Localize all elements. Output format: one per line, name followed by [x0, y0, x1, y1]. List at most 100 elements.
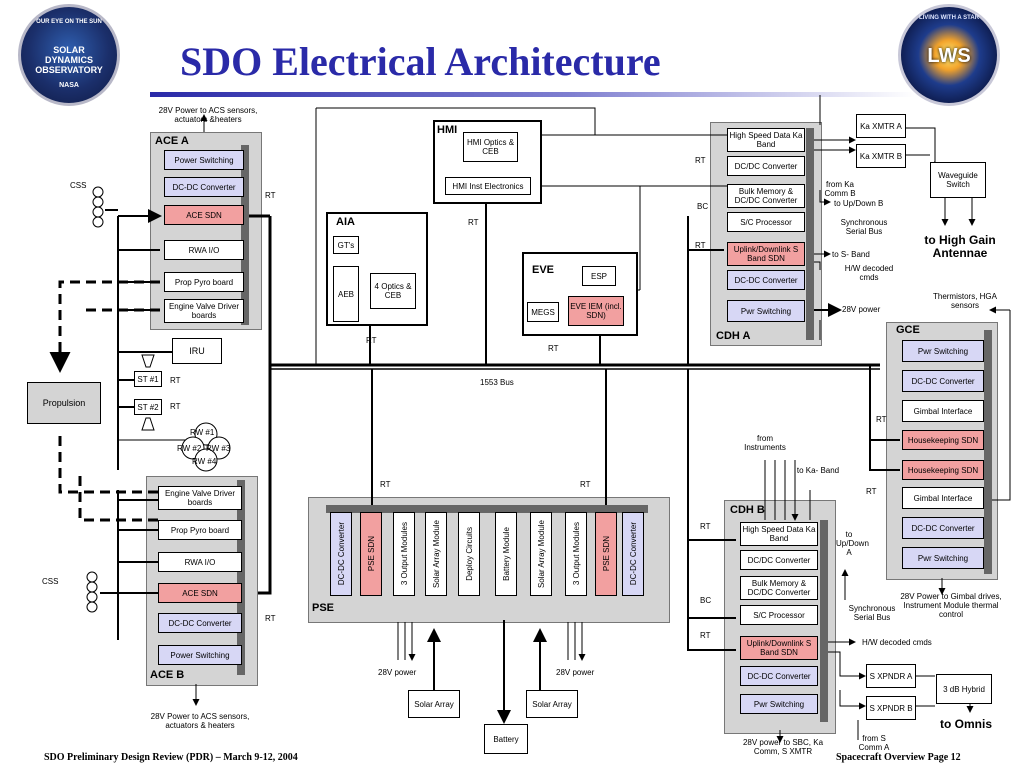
pse-rt-right: RT [580, 480, 591, 489]
cdh-a-to-s-band: to S- Band [832, 250, 870, 259]
cdh-a-bulk-memory: Bulk Memory & DC/DC Converter [727, 184, 805, 208]
rw-4: RW #4 [192, 457, 217, 466]
ace-a-backplane [241, 145, 249, 325]
eve-megs: MEGS [527, 302, 559, 322]
gce-pwr-switching-2: Pwr Switching [902, 547, 984, 569]
star-tracker-1: ST #1 [134, 371, 162, 387]
to-omnis: to Omnis [940, 717, 993, 731]
pse-dc-dc-converter-2: DC-DC Converter [622, 512, 644, 596]
ace-a-title: ACE A [155, 135, 189, 147]
css-b-sensor-icon [86, 571, 98, 615]
cdh-b-title: CDH B [730, 504, 765, 516]
gce-rt-2: RT [866, 487, 877, 496]
cdh-b-power-note: 28V power to SBC, Ka Comm, S XMTR [742, 738, 824, 756]
waveguide-switch: Waveguide Switch [930, 162, 986, 198]
bus-drop-gce [869, 365, 900, 471]
cdh-b-to-up-down: to Up/Down A [836, 530, 869, 557]
cdh-b-from-instruments: from Instruments [744, 434, 786, 452]
pse-sdn-1: PSE SDN [360, 512, 382, 596]
to-high-gain-antennae: to High Gain Antennae [924, 233, 996, 260]
cdh-b-uplink-downlink-sdn: Uplink/Downlink S Band SDN [740, 636, 818, 660]
gce-rt-1: RT [876, 415, 887, 424]
ace-a-prop-pyro-board: Prop Pyro board [164, 272, 244, 292]
cdh-b-backplane [820, 520, 828, 722]
rw-1: RW #1 [190, 428, 215, 437]
aia-rt-label: RT [366, 336, 377, 345]
hmi-optics-ceb: HMI Optics & CEB [463, 132, 518, 162]
gce-title: GCE [896, 324, 920, 336]
lws-logo: LIVING WITH A STAR LWS [898, 4, 1000, 106]
cdh-a-high-speed-data-ka: High Speed Data Ka Band [727, 128, 805, 152]
st2-rt-label: RT [170, 402, 181, 411]
eve-iem-sdn: EVE IEM (incl. SDN) [568, 296, 624, 326]
ace-a-engine-valve-driver: Engine Valve Driver boards [164, 299, 244, 323]
ace-a-dc-dc-converter: DC-DC Converter [164, 177, 244, 197]
sdo-logo-ring-text: OUR EYE ON THE SUN [36, 19, 102, 25]
ace-b-rwa-io: RWA I/O [158, 552, 242, 572]
three-db-hybrid: 3 dB Hybrid [936, 674, 992, 704]
aia-aeb: AEB [333, 266, 359, 322]
pse-sdn-2: PSE SDN [595, 512, 617, 596]
cdh-b-hw-cmds: H/W decoded cmds [862, 638, 932, 647]
ka-xmtr-a: Ka XMTR A [856, 114, 906, 138]
lws-logo-name: LWS [927, 45, 971, 67]
pse-deploy-circuits: Deploy Circuits [458, 512, 480, 596]
title-rule [150, 92, 915, 97]
gce-gimbal-interface-1: Gimbal Interface [902, 400, 984, 422]
cdh-a-title: CDH A [716, 330, 751, 342]
ace-a-power-note: 28V Power to ACS sensors, actuators &hea… [158, 106, 258, 124]
page-title: SDO Electrical Architecture [180, 39, 661, 84]
reaction-wheel-cluster [178, 422, 236, 472]
star-tracker-2: ST #2 [134, 399, 162, 415]
ace-b-power-switching: Power Switching [158, 645, 242, 665]
pse-power-left: 28V power [378, 668, 417, 677]
gce-dc-dc-converter-2: DC-DC Converter [902, 517, 984, 539]
aia-optics-ceb: 4 Optics & CEB [370, 273, 416, 309]
cdh-a-dc-dc-converter-2: DC-DC Converter [727, 270, 805, 290]
hmi-title: HMI [437, 124, 458, 136]
gce-housekeeping-sdn-2: Housekeeping SDN [902, 460, 984, 480]
cdh-a-dc-dc-converter: DC/DC Converter [727, 156, 805, 176]
cdh-b-high-speed-data-ka: High Speed Data Ka Band [740, 522, 818, 546]
cdh-b-bc: BC [700, 596, 712, 605]
rw-2: RW #2 [177, 444, 202, 453]
pse-solar-array-module-2: Solar Array Module [530, 512, 552, 596]
solar-array-left: Solar Array [408, 690, 460, 718]
eve-rt-label: RT [548, 344, 559, 353]
cdh-b-rt-1: RT [700, 522, 711, 531]
cdh-b-dc-dc-converter: DC/DC Converter [740, 550, 818, 570]
star-tracker-2-icon [140, 416, 156, 432]
cdh-a-pwr-switching: Pwr Switching [727, 300, 805, 322]
s-xpndr-a: S XPNDR A [866, 664, 916, 688]
ace-b-rt-label: RT [265, 614, 276, 623]
cdh-a-bc: BC [697, 202, 709, 211]
gce-dc-dc-converter-1: DC-DC Converter [902, 370, 984, 392]
pse-dc-dc-converter-1: DC-DC Converter [330, 512, 352, 596]
css-b-label: CSS [42, 577, 59, 586]
ace-a-sdn: ACE SDN [164, 205, 244, 225]
cdh-a-hw-cmds: H/W decoded cmds [844, 264, 894, 282]
propulsion-box: Propulsion [27, 382, 101, 424]
pse-title: PSE [312, 602, 335, 614]
sdo-logo-agency: NASA [59, 82, 79, 89]
cdh-a-backplane [806, 128, 814, 340]
cdh-b-from-s-comm: from S Comm A [858, 734, 890, 752]
ace-b-sdn: ACE SDN [158, 583, 242, 603]
cdh-a-to-up-down: to Up/Down B [834, 199, 884, 208]
pse-solar-array-module-1: Solar Array Module [425, 512, 447, 596]
pse-battery-module: Battery Module [495, 512, 517, 596]
solar-array-right: Solar Array [526, 690, 578, 718]
hmi-inst-electronics: HMI Inst Electronics [445, 177, 531, 195]
hmi-rt-label: RT [468, 218, 479, 227]
bus-drop-cdh-b [687, 369, 736, 651]
cdh-b-bulk-memory: Bulk Memory & DC/DC Converter [740, 576, 818, 600]
cdh-b-sc-processor: S/C Processor [740, 605, 818, 625]
footer-left: SDO Preliminary Design Review (PDR) – Ma… [44, 752, 298, 763]
css-a-sensor-icon [92, 186, 104, 230]
cdh-b-dc-dc-converter-2: DC-DC Converter [740, 666, 818, 686]
battery-box: Battery [484, 724, 528, 754]
eve-esp: ESP [582, 266, 616, 286]
gce-pwr-switching-1: Pwr Switching [902, 340, 984, 362]
star-tracker-1-icon [140, 353, 156, 369]
